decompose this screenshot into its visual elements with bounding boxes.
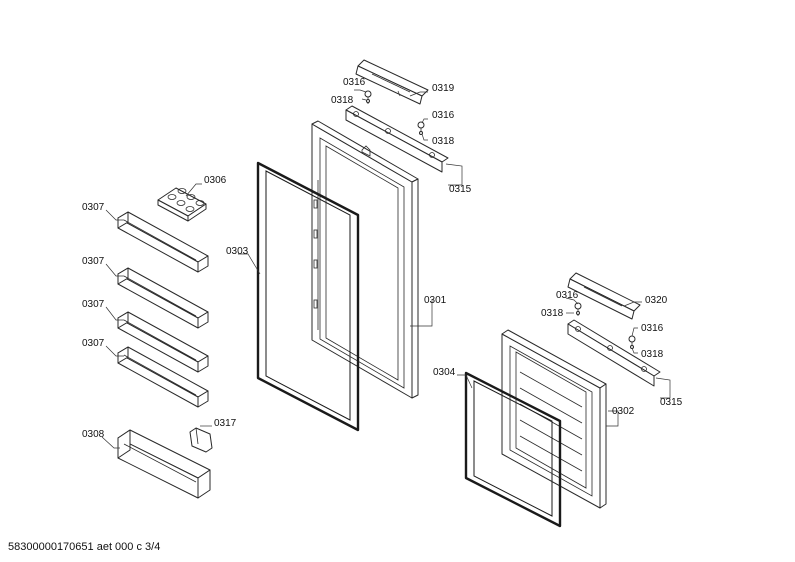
- label-0318-bottom-right: 0318: [641, 349, 664, 360]
- label-0318-bottom: 0318: [541, 308, 564, 319]
- label-0318-top: 0318: [331, 95, 354, 106]
- label-0316-top-right: 0316: [432, 110, 455, 121]
- label-0307-2: 0307: [82, 256, 105, 267]
- lower-door-gasket: [464, 371, 562, 528]
- label-0307-3: 0307: [82, 299, 105, 310]
- door-shelf-3: [117, 311, 209, 373]
- label-0316-top: 0316: [343, 77, 366, 88]
- upper-door-liner: [311, 120, 419, 399]
- label-0306: 0306: [204, 175, 227, 186]
- label-0316-bottom-right: 0316: [641, 323, 664, 334]
- lower-hinge-screws: [574, 302, 636, 349]
- label-0320: 0320: [645, 295, 668, 306]
- label-0303: 0303: [226, 246, 249, 257]
- upper-hinge: [345, 105, 449, 173]
- bottle-clip: [189, 427, 213, 453]
- label-0301: 0301: [424, 295, 447, 306]
- label-0307-1: 0307: [82, 202, 105, 213]
- label-0315-bottom: 0315: [660, 397, 683, 408]
- door-shelf-1: [117, 211, 209, 273]
- leader-lines: [101, 89, 671, 449]
- label-0302: 0302: [612, 406, 635, 417]
- label-0316-bottom: 0316: [556, 290, 579, 301]
- lower-hinge-cover: [567, 272, 641, 320]
- label-0318-top-right: 0318: [432, 136, 455, 147]
- upper-hinge-screws: [364, 90, 425, 135]
- label-0319: 0319: [432, 83, 455, 94]
- label-0307-4: 0307: [82, 338, 105, 349]
- label-0304: 0304: [433, 367, 456, 378]
- upper-hinge-cover: [355, 59, 429, 105]
- door-shelf-4: [117, 346, 209, 408]
- lower-hinge: [567, 319, 661, 387]
- upper-door-gasket: [256, 161, 360, 432]
- bottle-shelf: [117, 429, 211, 499]
- label-0315-top: 0315: [449, 184, 472, 195]
- egg-tray: [157, 187, 207, 222]
- document-reference: 58300000170651 aet 000 c 3/4: [8, 541, 161, 553]
- label-0308: 0308: [82, 429, 105, 440]
- part-labels: 0316 0318 0319 0316 0318 0315 0306 0307 …: [82, 77, 683, 440]
- label-0317: 0317: [214, 418, 237, 429]
